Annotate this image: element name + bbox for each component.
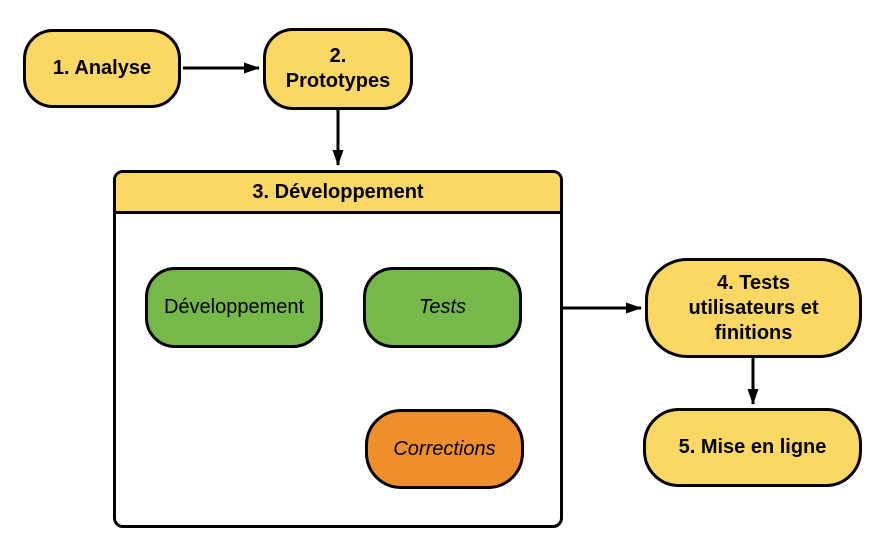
node-corrections: Corrections [365, 409, 524, 489]
node-developpement: Développement [145, 267, 323, 348]
node-tests-utilisateurs: 4. Tests utilisateurs et finitions [645, 258, 862, 358]
node-tests: Tests [363, 267, 522, 348]
node-prototypes: 2. Prototypes [263, 28, 413, 110]
node-mise-en-ligne: 5. Mise en ligne [643, 408, 862, 487]
node-analyse: 1. Analyse [23, 29, 181, 108]
developpement-group-header: 3. Développement [116, 173, 560, 214]
